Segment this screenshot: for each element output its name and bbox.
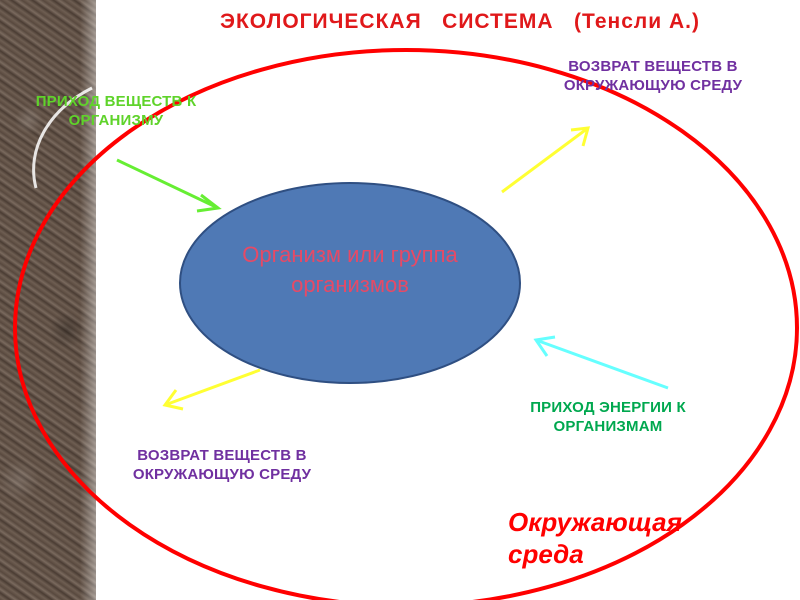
- energy-input-label: ПРИХОД ЭНЕРГИИ К ОРГАНИЗМАМ: [530, 399, 686, 435]
- substance-input-arrow: [116, 158, 222, 213]
- substance-return-bottom-label: ВОЗВРАТ ВЕЩЕСТВ В ОКРУЖАЮЩУЮ СРЕДУ: [132, 447, 312, 483]
- organism-label: Организм или группа организмов: [242, 242, 458, 297]
- environment-label: Окружающая среда: [508, 507, 682, 569]
- decorative-arc: [32, 86, 93, 189]
- substance-return-top-label: ВОЗВРАТ ВЕЩЕСТВ В ОКРУЖАЮЩУЮ СРЕДУ: [563, 58, 743, 94]
- substance-input-label: ПРИХОД ВЕЩЕСТВ К ОРГАНИЗМУ: [35, 93, 197, 129]
- substance-return-bottom-arrow: [162, 368, 261, 411]
- organism-ellipse: [179, 182, 521, 384]
- energy-input-arrow: [533, 335, 669, 390]
- environment-boundary-ellipse: [13, 48, 799, 600]
- page-title: ЭКОЛОГИЧЕСКАЯ СИСТЕМА (Тенсли А.): [220, 10, 700, 33]
- substance-return-top-arrow: [501, 126, 591, 194]
